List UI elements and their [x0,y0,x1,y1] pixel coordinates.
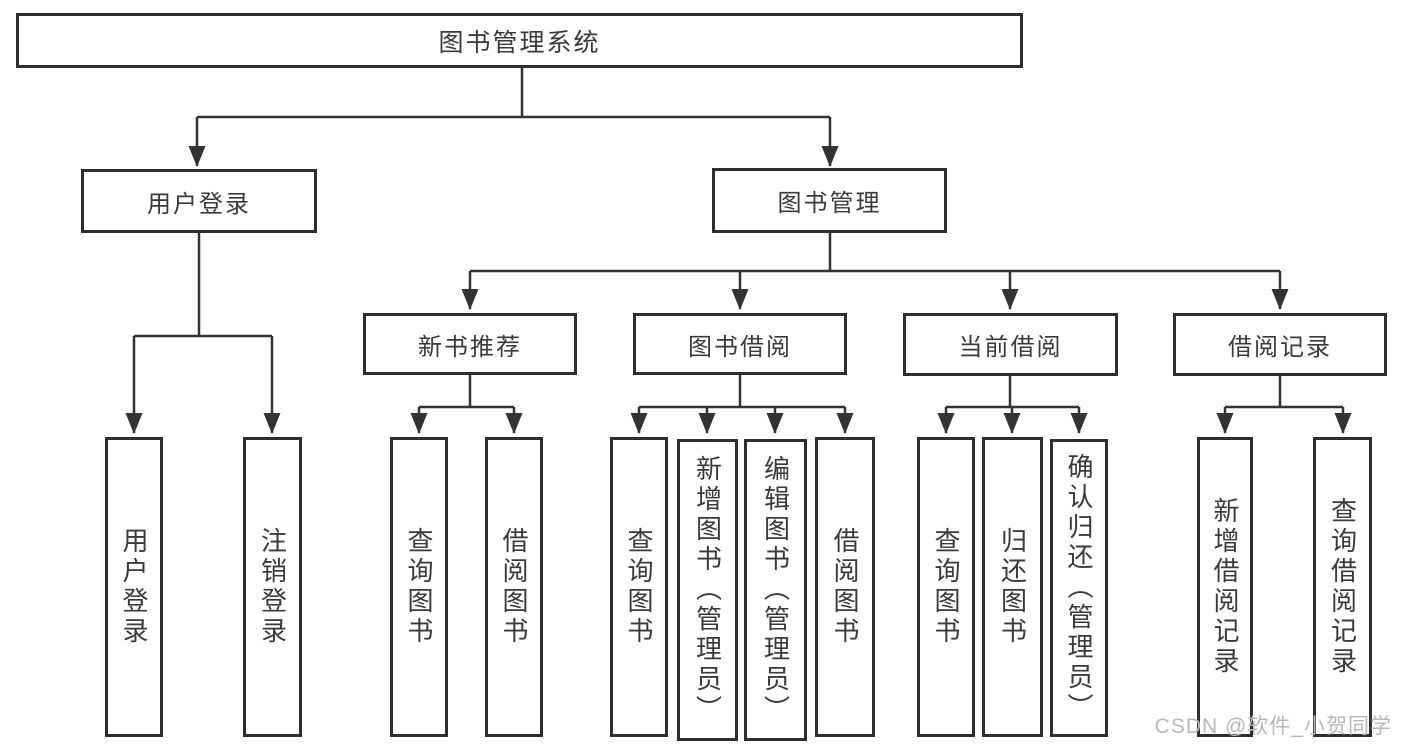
leaf-logout: 注销登录 [243,437,302,737]
leaf-recommend-query-books: 查询图书 [390,437,448,737]
leaf-current-confirm-return-admin: 确认归还（管理员） [1050,439,1108,737]
node-current-borrow: 当前借阅 [903,313,1118,376]
leaf-borrow-add-books-admin: 新增图书（管理员） [677,439,738,741]
node-borrow-records: 借阅记录 [1173,313,1387,376]
node-book-borrow: 图书借阅 [633,313,847,375]
leaf-borrow-borrow-books: 借阅图书 [815,437,875,737]
node-book-management: 图书管理 [712,168,947,233]
node-new-book-recommend: 新书推荐 [363,313,577,375]
leaf-borrow-edit-books-admin: 编辑图书（管理员） [744,439,807,741]
leaf-records-add-record: 新增借阅记录 [1197,437,1253,737]
leaf-recommend-borrow-books: 借阅图书 [485,437,543,737]
node-library-system: 图书管理系统 [16,13,1023,68]
leaf-user-login: 用户登录 [105,437,163,737]
leaf-current-return-books: 归还图书 [982,437,1043,737]
leaf-current-query-books: 查询图书 [917,437,975,737]
node-user-login: 用户登录 [81,169,317,233]
leaf-records-query-record: 查询借阅记录 [1313,437,1372,737]
leaf-borrow-query-books: 查询图书 [610,437,668,737]
watermark-text: CSDN @软件_小贺同学 [1154,715,1392,738]
